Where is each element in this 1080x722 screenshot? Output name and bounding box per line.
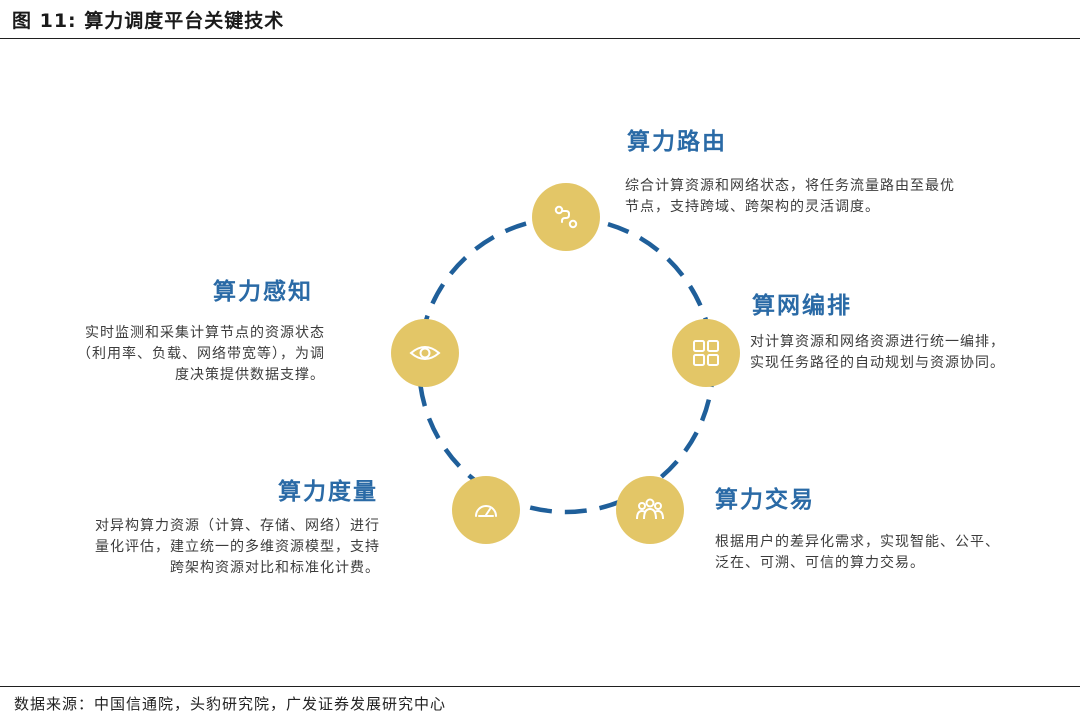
desc-line: 节点，支持跨域、跨架构的灵活调度。 [625, 199, 880, 215]
ring-circle [416, 215, 716, 515]
route-icon [554, 205, 578, 229]
label-orchestration: 算网编排 [752, 293, 852, 319]
label-routing: 算力路由 [627, 129, 727, 155]
figure-header: 图 11: 算力调度平台关键技术 [0, 0, 1080, 39]
desc-line: 泛在、可溯、可信的算力交易。 [715, 555, 925, 571]
desc-line: 量化评估，建立统一的多维资源模型，支持 [95, 539, 380, 555]
desc-line: 实现任务路径的自动规划与资源协同。 [750, 355, 1005, 371]
node-orchestration [672, 319, 740, 387]
node-trading [616, 476, 684, 544]
label-measurement: 算力度量 [278, 479, 378, 505]
desc-perception: 实时监测和采集计算节点的资源状态 （利用率、负载、网络带宽等），为调 度决策提供… [20, 323, 325, 386]
desc-line: （利用率、负载、网络带宽等），为调 [77, 346, 325, 362]
figure-title: 图 11: 算力调度平台关键技术 [12, 10, 285, 32]
gauge-icon [475, 505, 497, 517]
desc-line: 综合计算资源和网络状态，将任务流量路由至最优 [625, 178, 955, 194]
source-note: 数据来源：中国信通院，头豹研究院，广发证券发展研究中心 [14, 695, 447, 713]
node-perception [391, 319, 459, 387]
desc-line: 根据用户的差异化需求，实现智能、公平、 [715, 534, 1000, 550]
desc-line: 度决策提供数据支撑。 [175, 367, 325, 383]
desc-routing: 综合计算资源和网络状态，将任务流量路由至最优 节点，支持跨域、跨架构的灵活调度。 [625, 176, 1025, 218]
node-routing [532, 183, 600, 251]
grid-icon [693, 340, 719, 366]
desc-line: 跨架构资源对比和标准化计费。 [170, 560, 380, 576]
desc-line: 对计算资源和网络资源进行统一编排， [750, 334, 1005, 350]
desc-line: 对异构算力资源（计算、存储、网络）进行 [95, 518, 380, 534]
desc-orchestration: 对计算资源和网络资源进行统一编排， 实现任务路径的自动规划与资源协同。 [750, 332, 1070, 374]
desc-trading: 根据用户的差异化需求，实现智能、公平、 泛在、可溯、可信的算力交易。 [715, 532, 1055, 574]
people-icon [636, 498, 664, 520]
node-measurement [452, 476, 520, 544]
eye-icon [409, 346, 441, 360]
desc-line: 实时监测和采集计算节点的资源状态 [85, 325, 325, 341]
desc-measurement: 对异构算力资源（计算、存储、网络）进行 量化评估，建立统一的多维资源模型，支持 … [40, 516, 380, 579]
footer-divider [0, 686, 1080, 687]
label-trading: 算力交易 [715, 487, 815, 513]
label-perception: 算力感知 [213, 279, 313, 305]
